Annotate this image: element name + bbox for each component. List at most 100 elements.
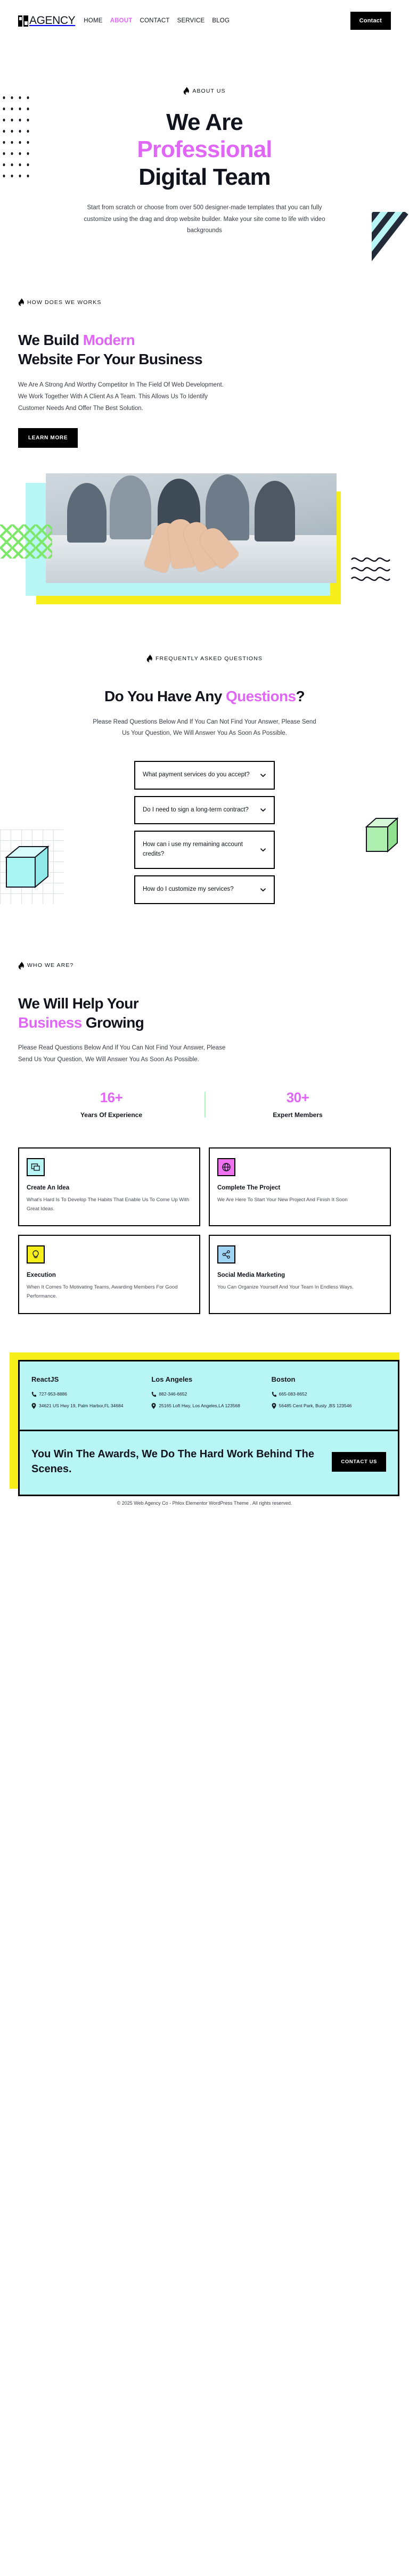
contact-us-button[interactable]: CONTACT US	[332, 1452, 386, 1472]
dot-pattern-decoration	[0, 92, 33, 182]
location-phone-row[interactable]: 665-083-8652	[272, 1391, 386, 1398]
location-pin-icon	[151, 1403, 156, 1409]
header-contact-button[interactable]: Contact	[350, 12, 391, 30]
faq-item[interactable]: What payment services do you accept?	[134, 760, 275, 790]
stat-expert-members: 30+ Expert Members	[204, 1089, 391, 1120]
faq-item[interactable]: How can i use my remaining account credi…	[134, 831, 275, 869]
location-phone: 882-346-6652	[159, 1391, 187, 1397]
feature-card-text: We Are Here To Start Your New Project An…	[217, 1197, 348, 1203]
who-eyebrow-label: WHO WE ARE?	[27, 962, 74, 969]
faq-title-a: Do You Have Any	[104, 688, 226, 705]
chevron-down-icon[interactable]	[260, 772, 266, 778]
site-header: AGENCY HOME ABOUT CONTACT SERVICE BLOG C…	[0, 0, 409, 42]
nav-item-blog[interactable]: BLOG	[212, 18, 230, 24]
who-body: Please Read Questions Below And If You C…	[18, 1045, 226, 1063]
feature-card[interactable]: Social Media Marketing You Can Organize …	[209, 1235, 391, 1314]
nav-item-service[interactable]: SERVICE	[177, 18, 205, 24]
how-we-work-section: HOW DOES WE WORKS We Build Modern Websit…	[0, 274, 409, 448]
stat-value: 30+	[286, 1089, 309, 1106]
location-card: Los Angeles 882-346-6652 25165 Loft Hwy,…	[151, 1375, 266, 1415]
nav-item-about[interactable]: ABOUT	[110, 18, 133, 24]
chevron-down-icon[interactable]	[260, 807, 266, 813]
hero-eyebrow: ABOUT US	[183, 87, 225, 95]
feature-card-title: Create An Idea	[27, 1185, 70, 1192]
agency-monogram-icon	[18, 15, 28, 27]
stat-years-experience: 16+ Years Of Experience	[18, 1089, 204, 1120]
works-title-b: Website For Your Business	[18, 351, 203, 368]
location-pin-icon	[31, 1403, 36, 1409]
stat-label: Expert Members	[273, 1111, 323, 1119]
wave-squiggle-decoration	[351, 557, 390, 581]
works-title-a: We Build	[18, 332, 83, 349]
contact-section: ReactJS 727-953-8886 34621 US Hwy 19, Pa…	[10, 1352, 399, 1497]
flame-icon	[146, 654, 152, 663]
primary-navigation: HOME ABOUT CONTACT SERVICE BLOG	[84, 18, 230, 24]
who-we-are-section: WHO WE ARE? We Will Help Your Business G…	[0, 910, 409, 1314]
green-cube-decoration	[365, 817, 399, 853]
feature-card-text: When It Comes To Motivating Teams, Award…	[27, 1284, 178, 1300]
works-eyebrow-label: HOW DOES WE WORKS	[27, 299, 102, 306]
feature-card[interactable]: Create An Idea What's Hard Is To Develop…	[18, 1147, 200, 1227]
faq-item[interactable]: Do I need to sign a long-term contract?	[134, 795, 275, 825]
hero-title-accent: Professional	[137, 136, 272, 163]
faq-title: Do You Have Any Questions?	[18, 687, 391, 706]
faq-item[interactable]: How do I customize my services?	[134, 875, 275, 904]
works-eyebrow: HOW DOES WE WORKS	[18, 298, 102, 307]
location-name: Boston	[271, 1375, 296, 1383]
stat-label: Years Of Experience	[80, 1111, 143, 1119]
flame-icon	[184, 87, 190, 95]
footer-copyright: © 2025 Web Agency Co - Phlox Elementor W…	[117, 1500, 292, 1506]
hero-title: We Are Professional Digital Team	[0, 109, 409, 191]
contact-headline: You Win The Awards, We Do The Hard Work …	[31, 1448, 314, 1475]
team-hands-photo	[46, 473, 337, 584]
nav-item-contact[interactable]: CONTACT	[140, 18, 170, 24]
location-pin-icon	[272, 1403, 276, 1409]
flame-icon	[18, 298, 24, 307]
chevron-down-icon[interactable]	[260, 887, 266, 893]
hero-title-line-3: Digital Team	[138, 163, 271, 190]
faq-section: FREQUENTLY ASKED QUESTIONS Do You Have A…	[0, 613, 409, 904]
faq-title-b: ?	[296, 688, 305, 705]
hero-subtitle: Start from scratch or choose from over 5…	[84, 204, 325, 234]
learn-more-button[interactable]: LEARN MORE	[18, 428, 78, 448]
location-name: ReactJS	[31, 1375, 59, 1383]
brand-name: AGENCY	[29, 14, 76, 27]
faq-eyebrow-label: FREQUENTLY ASKED QUESTIONS	[156, 655, 263, 662]
who-title-b: Growing	[81, 1014, 144, 1031]
faq-title-accent: Questions	[225, 688, 296, 705]
diagonal-stripes-decoration	[372, 212, 409, 277]
works-title: We Build Modern Website For Your Busines…	[18, 331, 391, 369]
location-address: 25165 Loft Hwy, Los Angeles,LA 123568	[159, 1403, 240, 1409]
faq-question: How do I customize my services?	[143, 886, 234, 892]
faq-question: How can i use my remaining account credi…	[143, 841, 243, 858]
faq-question: Do I need to sign a long-term contract?	[143, 806, 249, 813]
feature-card-text: You Can Organize Yourself And Your Team …	[217, 1284, 354, 1291]
contact-cta-row: You Win The Awards, We Do The Hard Work …	[20, 1430, 398, 1495]
location-phone-row[interactable]: 882-346-6652	[151, 1391, 266, 1398]
faq-question: What payment services do you accept?	[143, 771, 250, 778]
flame-icon	[18, 961, 24, 970]
location-address-row: 25165 Loft Hwy, Los Angeles,LA 123568	[151, 1402, 266, 1409]
hero-eyebrow-label: ABOUT US	[192, 87, 226, 94]
nav-item-home[interactable]: HOME	[84, 18, 103, 24]
location-phone: 727-953-8886	[39, 1391, 67, 1397]
faq-subtitle: Please Read Questions Below And If You C…	[93, 719, 316, 737]
feature-card-title: Social Media Marketing	[217, 1272, 285, 1279]
location-name: Los Angeles	[151, 1375, 193, 1383]
hero-section: ABOUT US We Are Professional Digital Tea…	[0, 42, 409, 277]
works-body: We Are A Strong And Worthy Competitor In…	[18, 381, 224, 412]
green-zigzag-decoration	[0, 524, 52, 559]
feature-card-title: Complete The Project	[217, 1185, 281, 1192]
contact-panel: ReactJS 727-953-8886 34621 US Hwy 19, Pa…	[18, 1359, 399, 1497]
faq-eyebrow: FREQUENTLY ASKED QUESTIONS	[146, 654, 263, 663]
brand-logo[interactable]: AGENCY	[18, 14, 76, 27]
phone-icon	[31, 1391, 36, 1397]
feature-card[interactable]: Execution When It Comes To Motivating Te…	[18, 1235, 200, 1314]
location-phone-row[interactable]: 727-953-8886	[31, 1391, 146, 1398]
chevron-down-icon[interactable]	[260, 847, 266, 853]
globe-icon	[217, 1158, 235, 1177]
team-photo-collage	[0, 473, 391, 613]
feature-card-text: What's Hard Is To Develop The Habits Tha…	[27, 1197, 190, 1212]
lightbulb-icon	[27, 1245, 45, 1264]
feature-card[interactable]: Complete The Project We Are Here To Star…	[209, 1147, 391, 1227]
